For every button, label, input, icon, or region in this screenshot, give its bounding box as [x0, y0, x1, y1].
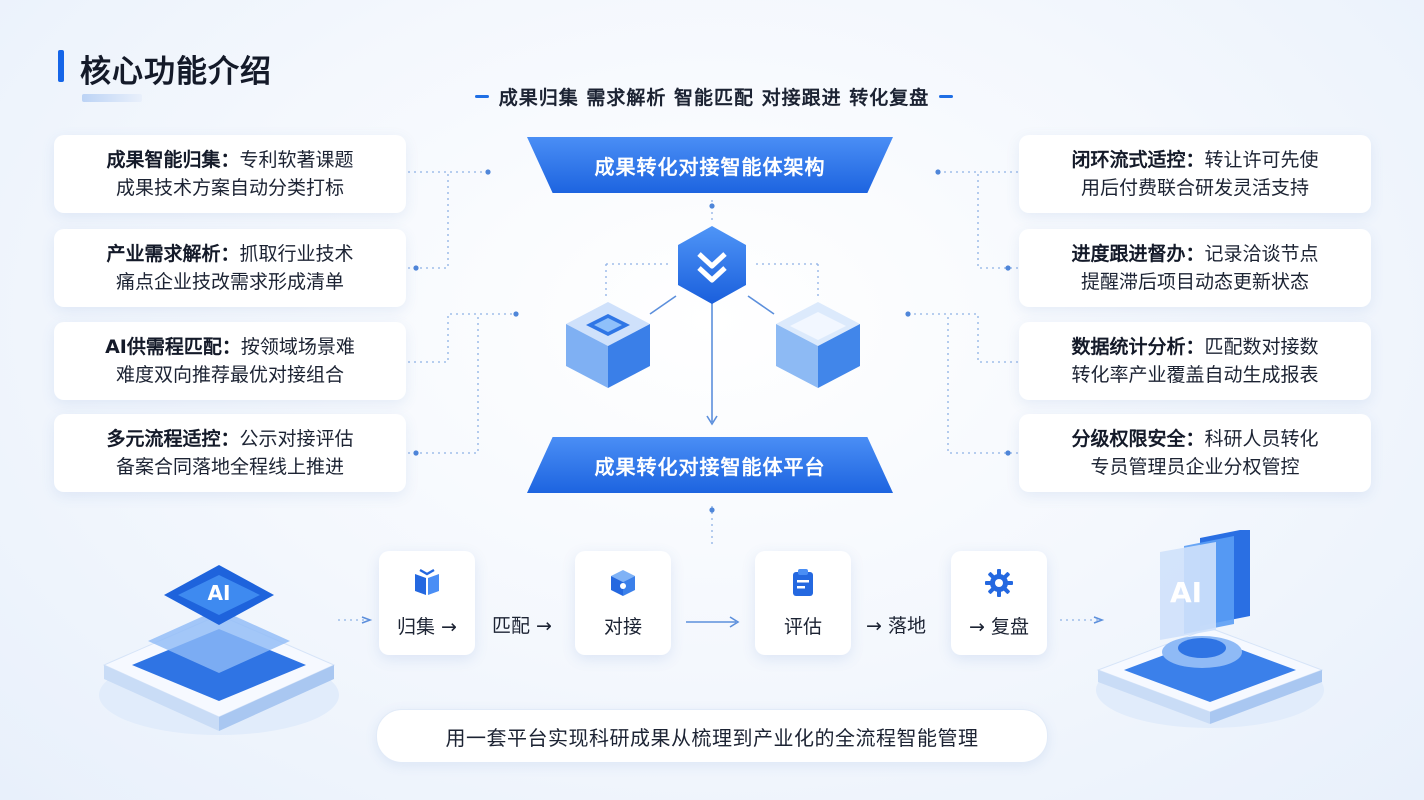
card-text: 公示对接评估 — [239, 428, 354, 450]
card-text: 痛点企业技改需求形成清单 — [115, 271, 344, 293]
card-text: 专员管理员企业分权管控 — [1090, 456, 1300, 478]
chip-cube-icon — [566, 302, 650, 388]
subtitle-row: 成果归集 需求解析 智能匹配 对接跟进 转化复盘 — [440, 82, 988, 110]
ai-chip-illustration: AI — [99, 565, 339, 735]
card-text: 专利软著课题 — [239, 149, 354, 171]
title-underline — [82, 94, 142, 102]
feature-card-right-4: 分级权限安全：科研人员转化专员管理员企业分权管控 — [1019, 414, 1371, 492]
card-text: 转化率产业覆盖自动生成报表 — [1071, 364, 1319, 386]
flow-step-land: → 落地 — [866, 615, 926, 637]
architecture-banner: 成果转化对接智能体架构 — [527, 137, 893, 193]
card-text: 科研人员转化 — [1204, 428, 1319, 450]
download-chevrons-icon — [678, 226, 746, 304]
feature-card-left-2: 产业需求解析：抓取行业技术痛点企业技改需求形成清单 — [54, 229, 406, 307]
gear-icon — [985, 568, 1013, 597]
flow-node-label: → 复盘 — [969, 615, 1029, 638]
card-title: 数据统计分析： — [1071, 336, 1205, 358]
card-text: 抓取行业技术 — [239, 243, 354, 265]
card-text: 转让许可先使 — [1204, 149, 1319, 171]
feature-card-left-1: 成果智能归集：专利软著课题成果技术方案自动分类打标 — [54, 135, 406, 213]
feature-card-right-3: 数据统计分析：匹配数对接数转化率产业覆盖自动生成报表 — [1019, 322, 1371, 400]
ai-panel-illustration: AI — [1096, 530, 1324, 728]
subtitle-dash-left — [474, 94, 489, 98]
page-title: 核心功能介绍 — [80, 54, 272, 90]
flow-node-dock: 对接 — [575, 551, 671, 655]
feature-card-left-3: AI供需程匹配：按领域场景难难度双向推荐最优对接组合 — [54, 322, 406, 400]
card-text: 成果技术方案自动分类打标 — [115, 177, 344, 199]
box-cube-icon — [776, 302, 860, 388]
card-text: 按领域场景难 — [240, 336, 355, 358]
flow-node-label: 评估 — [783, 615, 822, 638]
title-accent-bar — [58, 50, 64, 82]
clipboard-icon — [793, 568, 813, 596]
ai-chip-label: AI — [208, 581, 231, 605]
card-text: 提醒滞后项目动态更新状态 — [1080, 271, 1309, 293]
feature-card-left-4: 多元流程适控：公示对接评估备案合同落地全程线上推进 — [54, 414, 406, 492]
card-title: 成果智能归集： — [106, 149, 240, 171]
subtitle: 成果归集 需求解析 智能匹配 对接跟进 转化复盘 — [498, 86, 930, 109]
box-icon — [611, 569, 635, 596]
ai-panel-label: AI — [1170, 576, 1202, 609]
footer-summary: 用一套平台实现科研成果从梳理到产业化的全流程智能管理 — [376, 709, 1048, 763]
card-title: 闭环流式适控： — [1071, 149, 1205, 171]
card-text: 记录洽谈节点 — [1204, 243, 1319, 265]
card-title: AI供需程匹配： — [105, 336, 241, 358]
card-title: 分级权限安全： — [1071, 428, 1205, 450]
card-title: 多元流程适控： — [106, 428, 240, 450]
platform-banner: 成果转化对接智能体平台 — [527, 437, 893, 493]
card-text: 匹配数对接数 — [1204, 336, 1319, 358]
feature-card-right-2: 进度跟进督办：记录洽谈节点提醒滞后项目动态更新状态 — [1019, 229, 1371, 307]
flow-node-review: → 复盘 — [951, 551, 1047, 655]
flow-node-evaluate: 评估 — [755, 551, 851, 655]
subtitle-dash-right — [939, 94, 954, 98]
book-icon — [415, 568, 439, 595]
feature-card-right-1: 闭环流式适控：转让许可先使用后付费联合研发灵活支持 — [1019, 135, 1371, 213]
flow-node-label: 归集 → — [397, 615, 457, 638]
card-text: 难度双向推荐最优对接组合 — [115, 364, 344, 386]
card-title: 产业需求解析： — [106, 243, 240, 265]
card-text: 备案合同落地全程线上推进 — [115, 456, 344, 478]
flow-step-match: 匹配 → — [492, 615, 552, 637]
flow-node-label: 对接 — [603, 615, 642, 638]
flow-node-collect: 归集 → — [379, 551, 475, 655]
card-title: 进度跟进督办： — [1071, 243, 1205, 265]
card-text: 用后付费联合研发灵活支持 — [1080, 177, 1309, 199]
